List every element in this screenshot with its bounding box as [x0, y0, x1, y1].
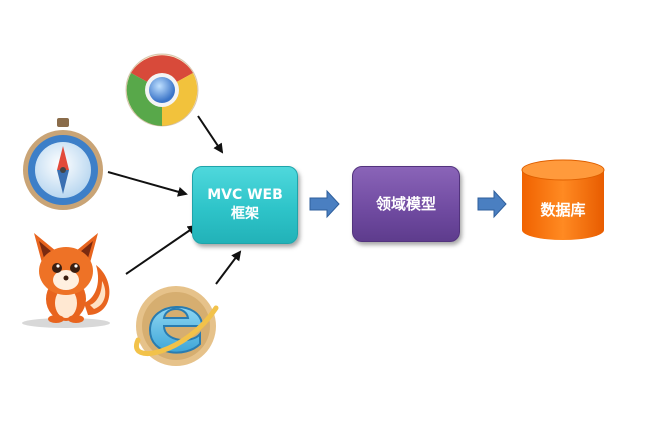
mvc-web-framework-label: MVC WEB 框架: [207, 187, 283, 222]
database-cylinder: [521, 159, 605, 240]
database-label: 数据库: [540, 200, 586, 219]
arrow-safari-to-mvc: [107, 171, 188, 197]
mvc-web-framework-box: MVC WEB 框架: [192, 166, 298, 244]
flow-arrow-domain-to-db: [477, 189, 507, 219]
chrome-icon: [125, 53, 199, 127]
database-box: 数据库: [520, 180, 606, 240]
arrow-firefox-to-mvc: [125, 224, 198, 275]
domain-model-label: 领域模型: [375, 194, 436, 213]
arrow-chrome-to-mvc: [197, 115, 224, 154]
domain-model-box: 领域模型: [352, 166, 460, 242]
ie-icon: [134, 286, 219, 366]
safari-icon: [23, 118, 103, 210]
arrow-ie-to-mvc: [215, 250, 242, 285]
flow-arrow-mvc-to-domain: [309, 189, 340, 219]
firefox-icon: [22, 233, 110, 328]
